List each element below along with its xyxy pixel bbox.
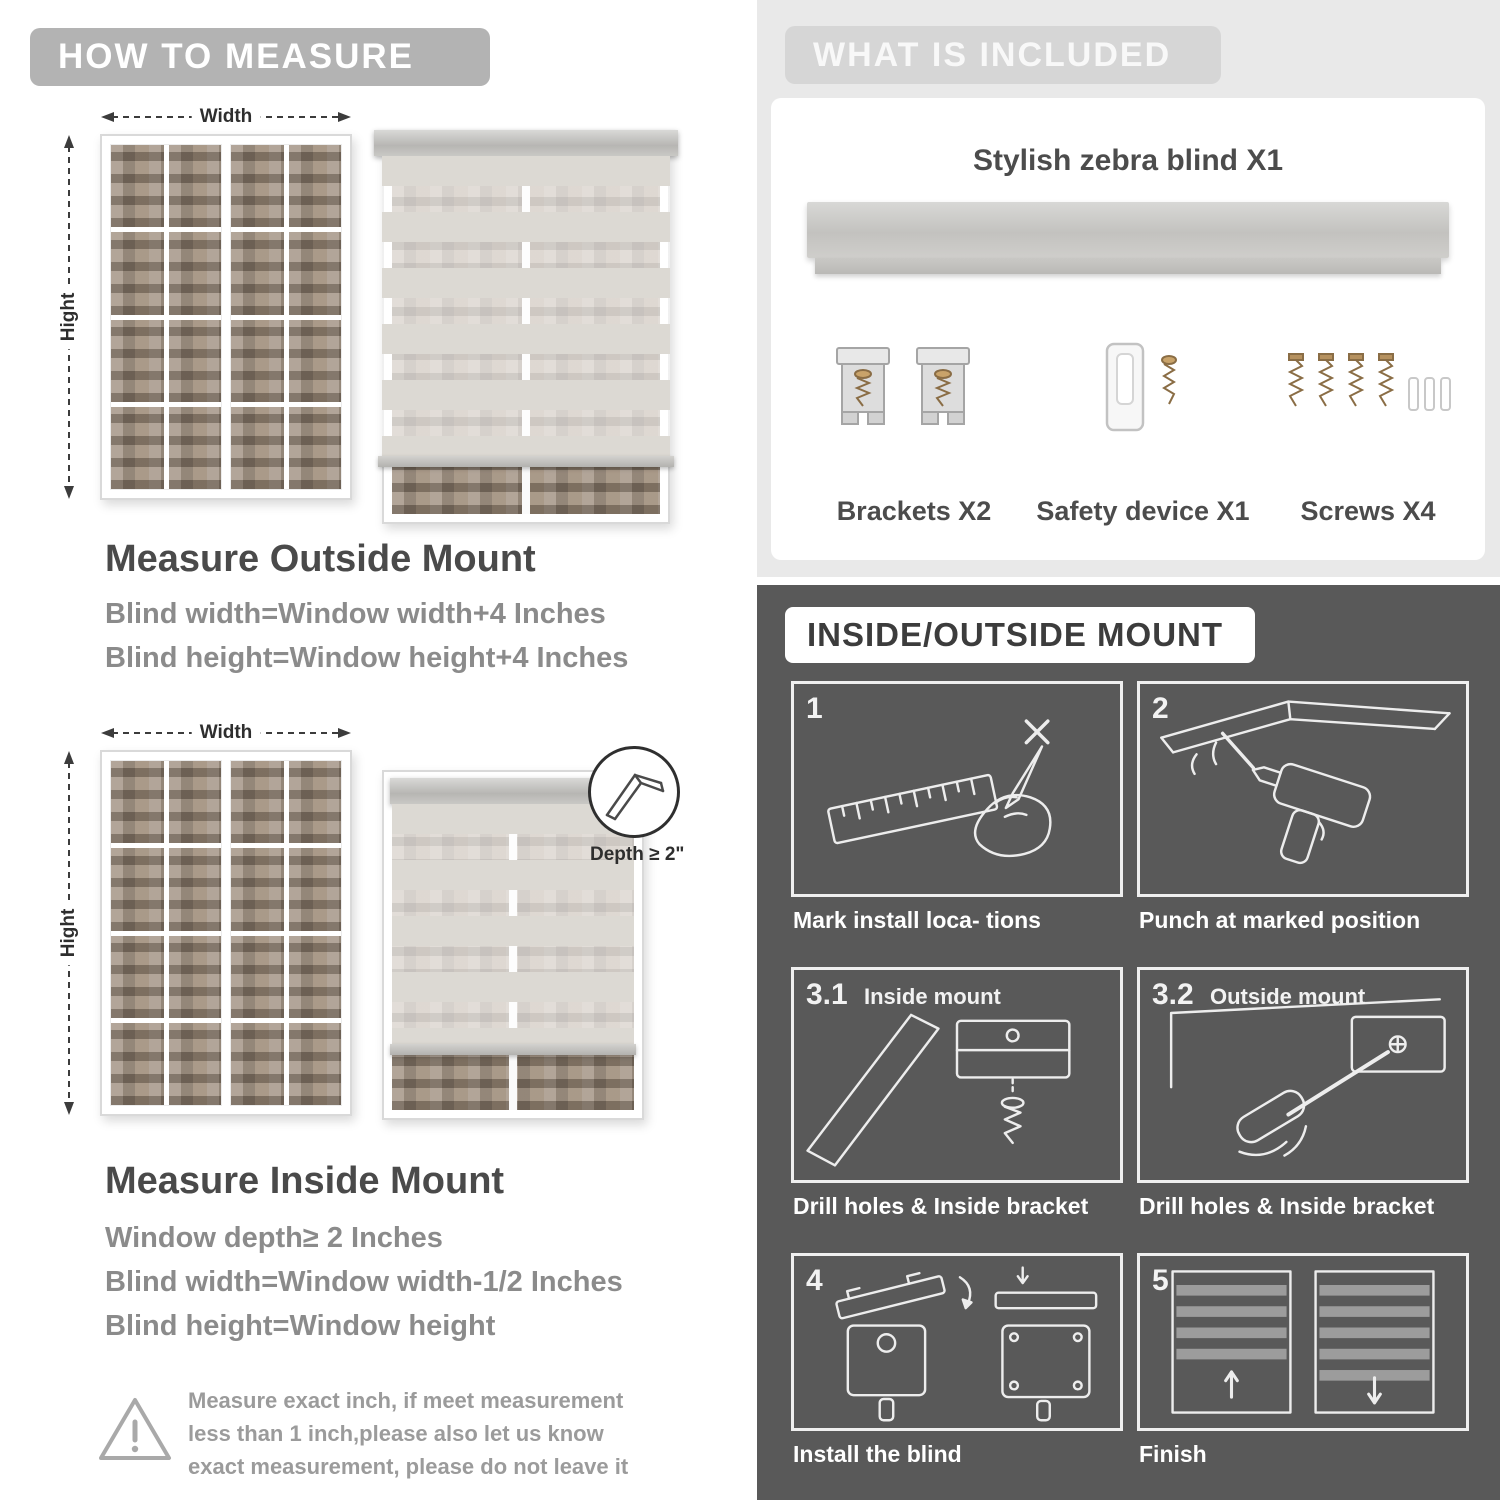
step-number: 3.1 (806, 978, 848, 1011)
blind-item-label: Stylish zebra blind X1 (972, 144, 1284, 177)
height-arrow-inside: Hight (57, 750, 81, 1116)
warning-icon (99, 1398, 171, 1460)
finish-art (1171, 1270, 1435, 1414)
outside-rule-width: Blind width=Window width+4 Inches (105, 598, 606, 630)
outside-mount-label: Outside mount (1210, 984, 1366, 1009)
mark-locations-art (827, 719, 1052, 858)
screws-label: Screws X4 (1300, 496, 1436, 526)
blind-stripes (382, 156, 670, 456)
inside-mount-title: Measure Inside Mount (105, 1160, 505, 1202)
window-corner-detail (605, 773, 665, 821)
included-panel: Stylish zebra blind X1 (771, 98, 1485, 560)
safety-device-label: Safety device X1 (1036, 496, 1250, 526)
drill-art (1160, 700, 1451, 865)
step-number: 2 (1152, 692, 1169, 725)
mount-header: INSIDE/OUTSIDE MOUNT (785, 607, 1255, 663)
blind-stripes (392, 804, 634, 1044)
what-is-included-section: WHAT IS INCLUDED Stylish zebra blind X1 (757, 0, 1500, 577)
step-panel-4: 4 (791, 1253, 1123, 1431)
window-illustration-outside (100, 134, 352, 500)
width-label-inside: Width (191, 722, 261, 744)
how-to-measure-header: HOW TO MEASURE (30, 28, 490, 86)
outside-rule-height: Blind height=Window height+4 Inches (105, 642, 629, 674)
step-caption-2: Punch at marked position (1139, 907, 1421, 933)
blind-bottom-rail (378, 456, 674, 467)
step-number: 5 (1152, 1264, 1169, 1297)
width-arrow-inside: Width (100, 722, 352, 744)
zebra-blind-outside-mount (374, 130, 678, 524)
step-panel-2: 2 (1137, 681, 1469, 897)
width-label-outside: Width (191, 106, 261, 128)
height-arrow-outside: Hight (57, 134, 81, 500)
depth-detail-circle (588, 746, 680, 838)
zebra-blind-headrail-bottom (815, 258, 1441, 274)
step-caption-3-1: Drill holes & Inside bracket (793, 1193, 1089, 1219)
outside-bracket-art (1169, 998, 1446, 1157)
blind-bottom-rail (390, 1044, 636, 1055)
window-sash-right (230, 760, 342, 1106)
step-number: 4 (806, 1264, 823, 1297)
window-sash-right (230, 144, 342, 490)
what-is-included-header: WHAT IS INCLUDED (785, 26, 1221, 84)
step-number: 3.2 (1152, 978, 1194, 1011)
mount-steps-section: INSIDE/OUTSIDE MOUNT 1 Mark install loca… (757, 585, 1500, 1500)
zebra-blind-headrail (807, 202, 1449, 258)
step-panel-3-1: 3.1 Inside mount (791, 967, 1123, 1183)
width-arrow-outside: Width (100, 106, 352, 128)
brackets-icon (836, 347, 970, 425)
brackets-label: Brackets X2 (836, 496, 992, 526)
outside-mount-title: Measure Outside Mount (105, 538, 536, 580)
height-label-inside: Hight (57, 900, 81, 966)
inside-mount-label: Inside mount (864, 984, 1001, 1009)
install-blind-art (835, 1266, 1098, 1422)
inside-bracket-art (806, 1013, 1071, 1167)
screws-icon (1287, 353, 1451, 411)
step-caption-4: Install the blind (793, 1441, 962, 1467)
window-illustration-inside (100, 750, 352, 1116)
safety-device-icon (1105, 342, 1177, 432)
how-to-measure-section: HOW TO MEASURE Width Hight (30, 28, 685, 1479)
inside-rule-height: Blind height=Window height (105, 1310, 496, 1342)
zebra-blind-inside-mount (382, 770, 644, 1120)
step-panel-3-2: 3.2 Outside mount (1137, 967, 1469, 1183)
measure-note: Measure exact inch, if meet measurement … (188, 1388, 629, 1479)
step-caption-3-2: Drill holes & Inside bracket (1139, 1193, 1435, 1219)
step-panel-5: 5 (1137, 1253, 1469, 1431)
inside-rule-depth: Window depth≥ 2 Inches (105, 1222, 443, 1254)
step-caption-5: Finish (1139, 1441, 1207, 1467)
inside-rule-width: Blind width=Window width-1/2 Inches (105, 1266, 623, 1298)
depth-label: Depth ≥ 2" (590, 844, 685, 865)
height-label-outside: Hight (57, 284, 81, 350)
window-sash-left (110, 760, 222, 1106)
step-caption-1: Mark install loca- tions (793, 907, 1041, 933)
step-panel-1: 1 (791, 681, 1123, 897)
window-sash-left (110, 144, 222, 490)
step-number: 1 (806, 692, 823, 725)
blind-cassette (374, 130, 678, 156)
